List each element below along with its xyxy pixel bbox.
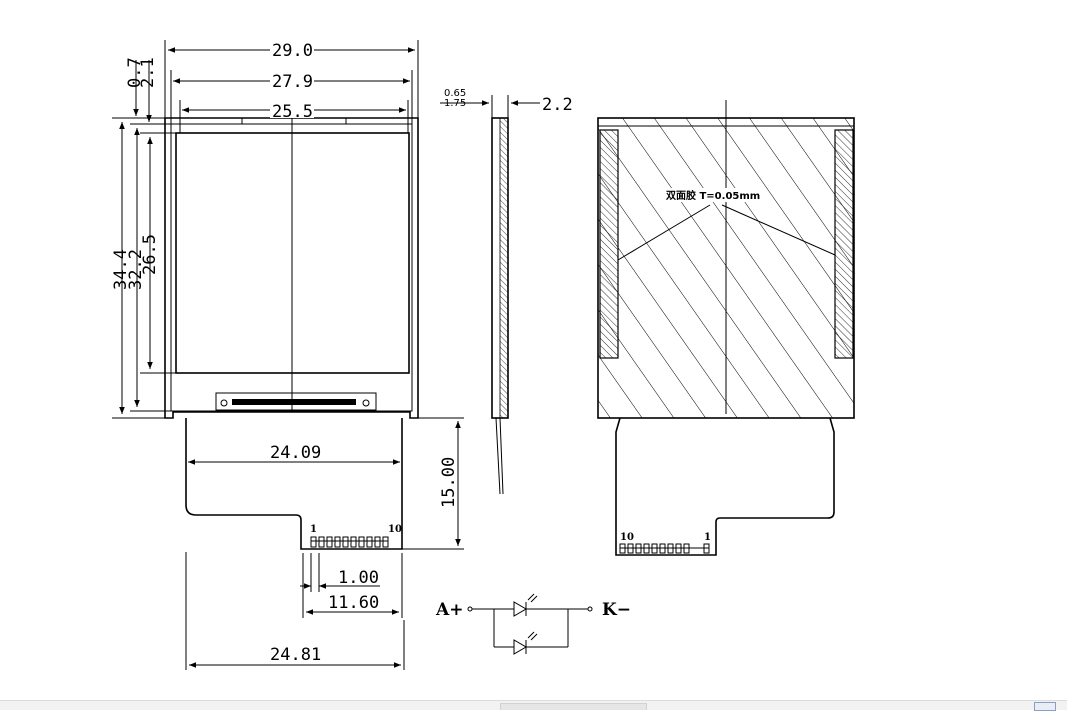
fpc-width-dim: 24.09 (270, 443, 321, 463)
width-view-dim: 25.5 (272, 102, 313, 122)
back-view: 双面胶 T=0.05mm 10 1 (597, 100, 855, 556)
back-fpc-tail (615, 417, 835, 556)
fpc-tail (185, 418, 403, 550)
connector-strip (215, 392, 377, 411)
side-view: 0.65 1.75 2.2 (440, 88, 573, 495)
height-outer-dim: 34.4 (111, 249, 131, 290)
backlight-circuit: A+ K− (435, 593, 631, 655)
led-upper (513, 601, 527, 617)
viewer-tab[interactable] (500, 703, 647, 710)
connector-pins (232, 399, 356, 405)
fpc-length-dim: 15.00 (439, 457, 459, 508)
side-dim-b: 1.75 (444, 98, 466, 109)
led-lower (513, 639, 527, 655)
anode-label: A+ (435, 600, 463, 620)
back-pin-last-label: 1 (704, 532, 711, 543)
cathode-label: K− (602, 600, 631, 620)
side-dim-a: 0.65 (444, 88, 466, 99)
side-hatch (499, 117, 509, 419)
back-pin-first-label: 10 (620, 532, 634, 543)
back-fpc-pin-pads (619, 543, 710, 554)
pin-pitch-dim: 1.00 (338, 568, 379, 588)
tape-note: 双面胶 T=0.05mm (666, 189, 760, 202)
window-icon[interactable] (1034, 702, 1056, 711)
height-view-dim: 26.5 (140, 234, 160, 275)
front-pin-last-label: 10 (388, 524, 402, 535)
pin-span-dim: 11.60 (328, 593, 379, 613)
width-mid-dim: 27.9 (272, 72, 313, 92)
width-outer-dim: 29.0 (272, 41, 313, 61)
tape-strip-left (599, 129, 619, 359)
side-thickness-dim: 2.2 (542, 95, 573, 115)
front-view: 1 10 29.0 27.9 25.5 (111, 38, 464, 670)
fpc-total-width-dim: 24.81 (270, 645, 321, 665)
front-pin-first-label: 1 (310, 524, 317, 535)
top-offset-1-dim: 0.7 (125, 57, 145, 88)
height-mid-dim: 32.2 (126, 249, 146, 290)
height-dimensions (112, 60, 176, 419)
module-outline (164, 117, 419, 419)
top-offset-2-dim: 2.1 (138, 57, 158, 88)
tape-strip-right (834, 129, 854, 359)
fpc-pin-pads (310, 536, 389, 548)
